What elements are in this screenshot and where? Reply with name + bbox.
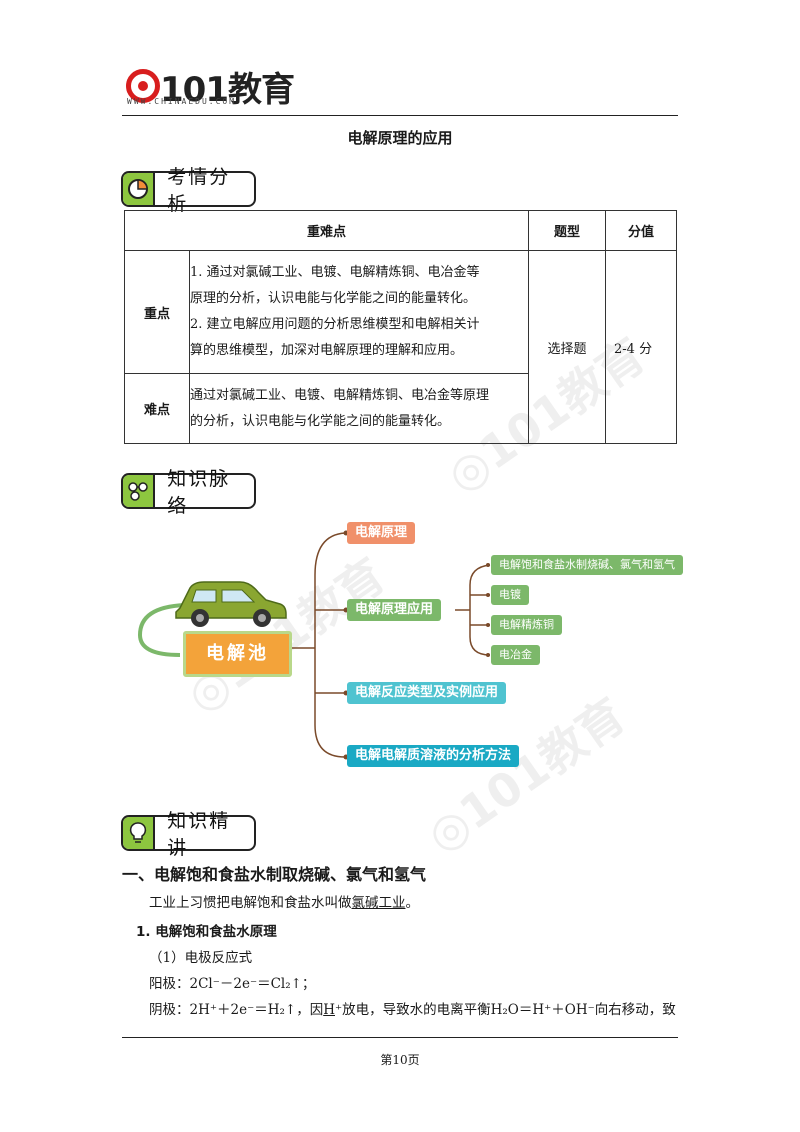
row-label: 重点 <box>124 250 190 374</box>
molecule-icon <box>123 475 156 507</box>
section-badge-lecture: 知识精讲 <box>121 810 256 859</box>
subheading-2: （1）电极反应式 <box>149 950 253 966</box>
analysis-table: 重难点 题型 分值 重点 1. 通过对氯碱工业、电镀、电解精炼铜、电冶金等 原理… <box>124 210 677 444</box>
electric-car-icon <box>175 581 287 627</box>
mindmap-branch: 电解原理 <box>347 522 416 544</box>
logo-subtitle: WWW.CHINAEDU.COM <box>127 97 237 106</box>
mindmap-root: 电解池 <box>183 631 292 677</box>
text-line: 通过对氯碱工业、电镀、电解精炼铜、电冶金等原理 <box>190 387 490 403</box>
mindmap-leaf: 电解饱和食盐水制烧碱、氯气和氢气 <box>491 555 683 575</box>
section-title: 知识脉络 <box>167 468 231 517</box>
section-heading: 一、电解饱和食盐水制取烧碱、氯气和氢气 <box>122 865 427 884</box>
col-header: 分值 <box>605 210 677 251</box>
section-title: 知识精讲 <box>167 810 231 859</box>
section-title: 考情分析 <box>167 166 231 215</box>
mindmap-leaf: 电冶金 <box>491 645 540 665</box>
mindmap-branch: 电解原理应用 <box>347 599 442 621</box>
intro-paragraph: 工业上习惯把电解饱和食盐水叫做氯碱工业。 <box>149 895 419 911</box>
text-line: 的分析，认识电能与化学能之间的能量转化。 <box>190 413 451 429</box>
mindmap-branch: 电解电解质溶液的分析方法 <box>347 745 520 767</box>
anode-equation: 阳极：2Cl⁻－2e⁻＝Cl₂↑； <box>149 976 316 992</box>
col-header: 重难点 <box>124 210 529 251</box>
text-line: 1. 通过对氯碱工业、电镀、电解精炼铜、电冶金等 <box>190 265 480 280</box>
page-title: 电解原理的应用 <box>347 129 453 147</box>
section-badge-analysis: 考情分析 <box>121 166 256 215</box>
score-value: 2-4 分 <box>605 250 677 444</box>
text-line: 算的思维模型，加深对电解原理的理解和应用。 <box>190 343 464 358</box>
row-content: 1. 通过对氯碱工业、电镀、电解精炼铜、电冶金等 原理的分析，认识电能与化学能之… <box>189 250 529 374</box>
logo-icon <box>126 69 160 103</box>
mindmap-leaf: 电镀 <box>491 585 529 605</box>
header-rule <box>122 115 678 116</box>
logo-text: 101教育 <box>160 70 295 110</box>
footer-rule <box>122 1037 678 1038</box>
section-badge-mindmap: 知识脉络 <box>121 468 256 517</box>
key-term: 氯碱工业 <box>351 895 406 911</box>
mindmap-leaf: 电解精炼铜 <box>491 615 562 635</box>
row-label: 难点 <box>124 373 190 444</box>
page-number: 第10页 <box>380 1053 420 1067</box>
row-content: 通过对氯碱工业、电镀、电解精炼铜、电冶金等原理 的分析，认识电能与化学能之间的能… <box>189 373 529 444</box>
question-type: 选择题 <box>528 250 606 444</box>
text-line: 原理的分析，认识电能与化学能之间的能量转化。 <box>190 291 477 306</box>
text-line: 2. 建立电解应用问题的分析思维模型和电解相关计 <box>190 317 480 332</box>
pie-chart-icon <box>123 173 156 205</box>
cathode-equation: 阴极：2H⁺＋2e⁻＝H₂↑，因H⁺放电，导致水的电离平衡H₂O＝H⁺＋OH⁻向… <box>149 1002 676 1018</box>
col-header: 题型 <box>528 210 606 251</box>
subheading: 1. 电解饱和食盐水原理 <box>136 924 277 940</box>
lightbulb-icon <box>123 817 156 849</box>
mindmap-branch: 电解反应类型及实例应用 <box>347 682 507 704</box>
